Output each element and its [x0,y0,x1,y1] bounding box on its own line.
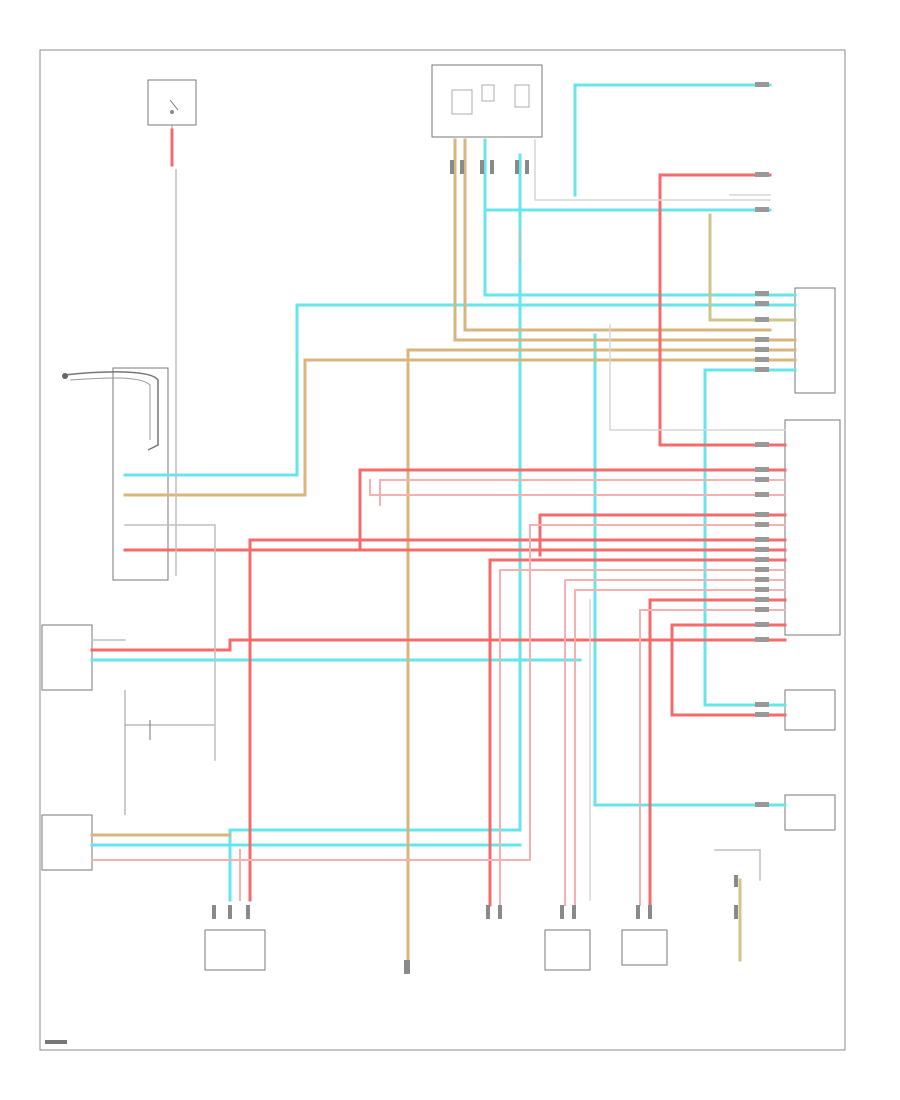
top-center-relay-box [431,64,543,138]
tan-wires [90,138,797,962]
bottom-connector-1 [204,929,266,971]
bottom-connector-4 [544,929,591,971]
right-main-module [784,419,841,636]
top-left-switch [147,79,197,160]
left-mid-switch [124,690,216,815]
right-bottom-module [784,794,836,831]
connector-pins [212,160,738,974]
red-wires [90,128,787,907]
pink-wires [91,479,786,906]
right-lower-module [784,689,836,731]
gray-wires [91,139,786,901]
corner-mark [45,1040,67,1044]
cyan-wires [90,83,797,902]
right-upper-module [794,287,836,394]
terminal-ticks [755,82,769,807]
bottom-connector-5 [621,929,668,966]
left-bottom-module [41,814,93,871]
diagram-frame [39,49,846,1051]
left-mid-module [41,624,93,691]
